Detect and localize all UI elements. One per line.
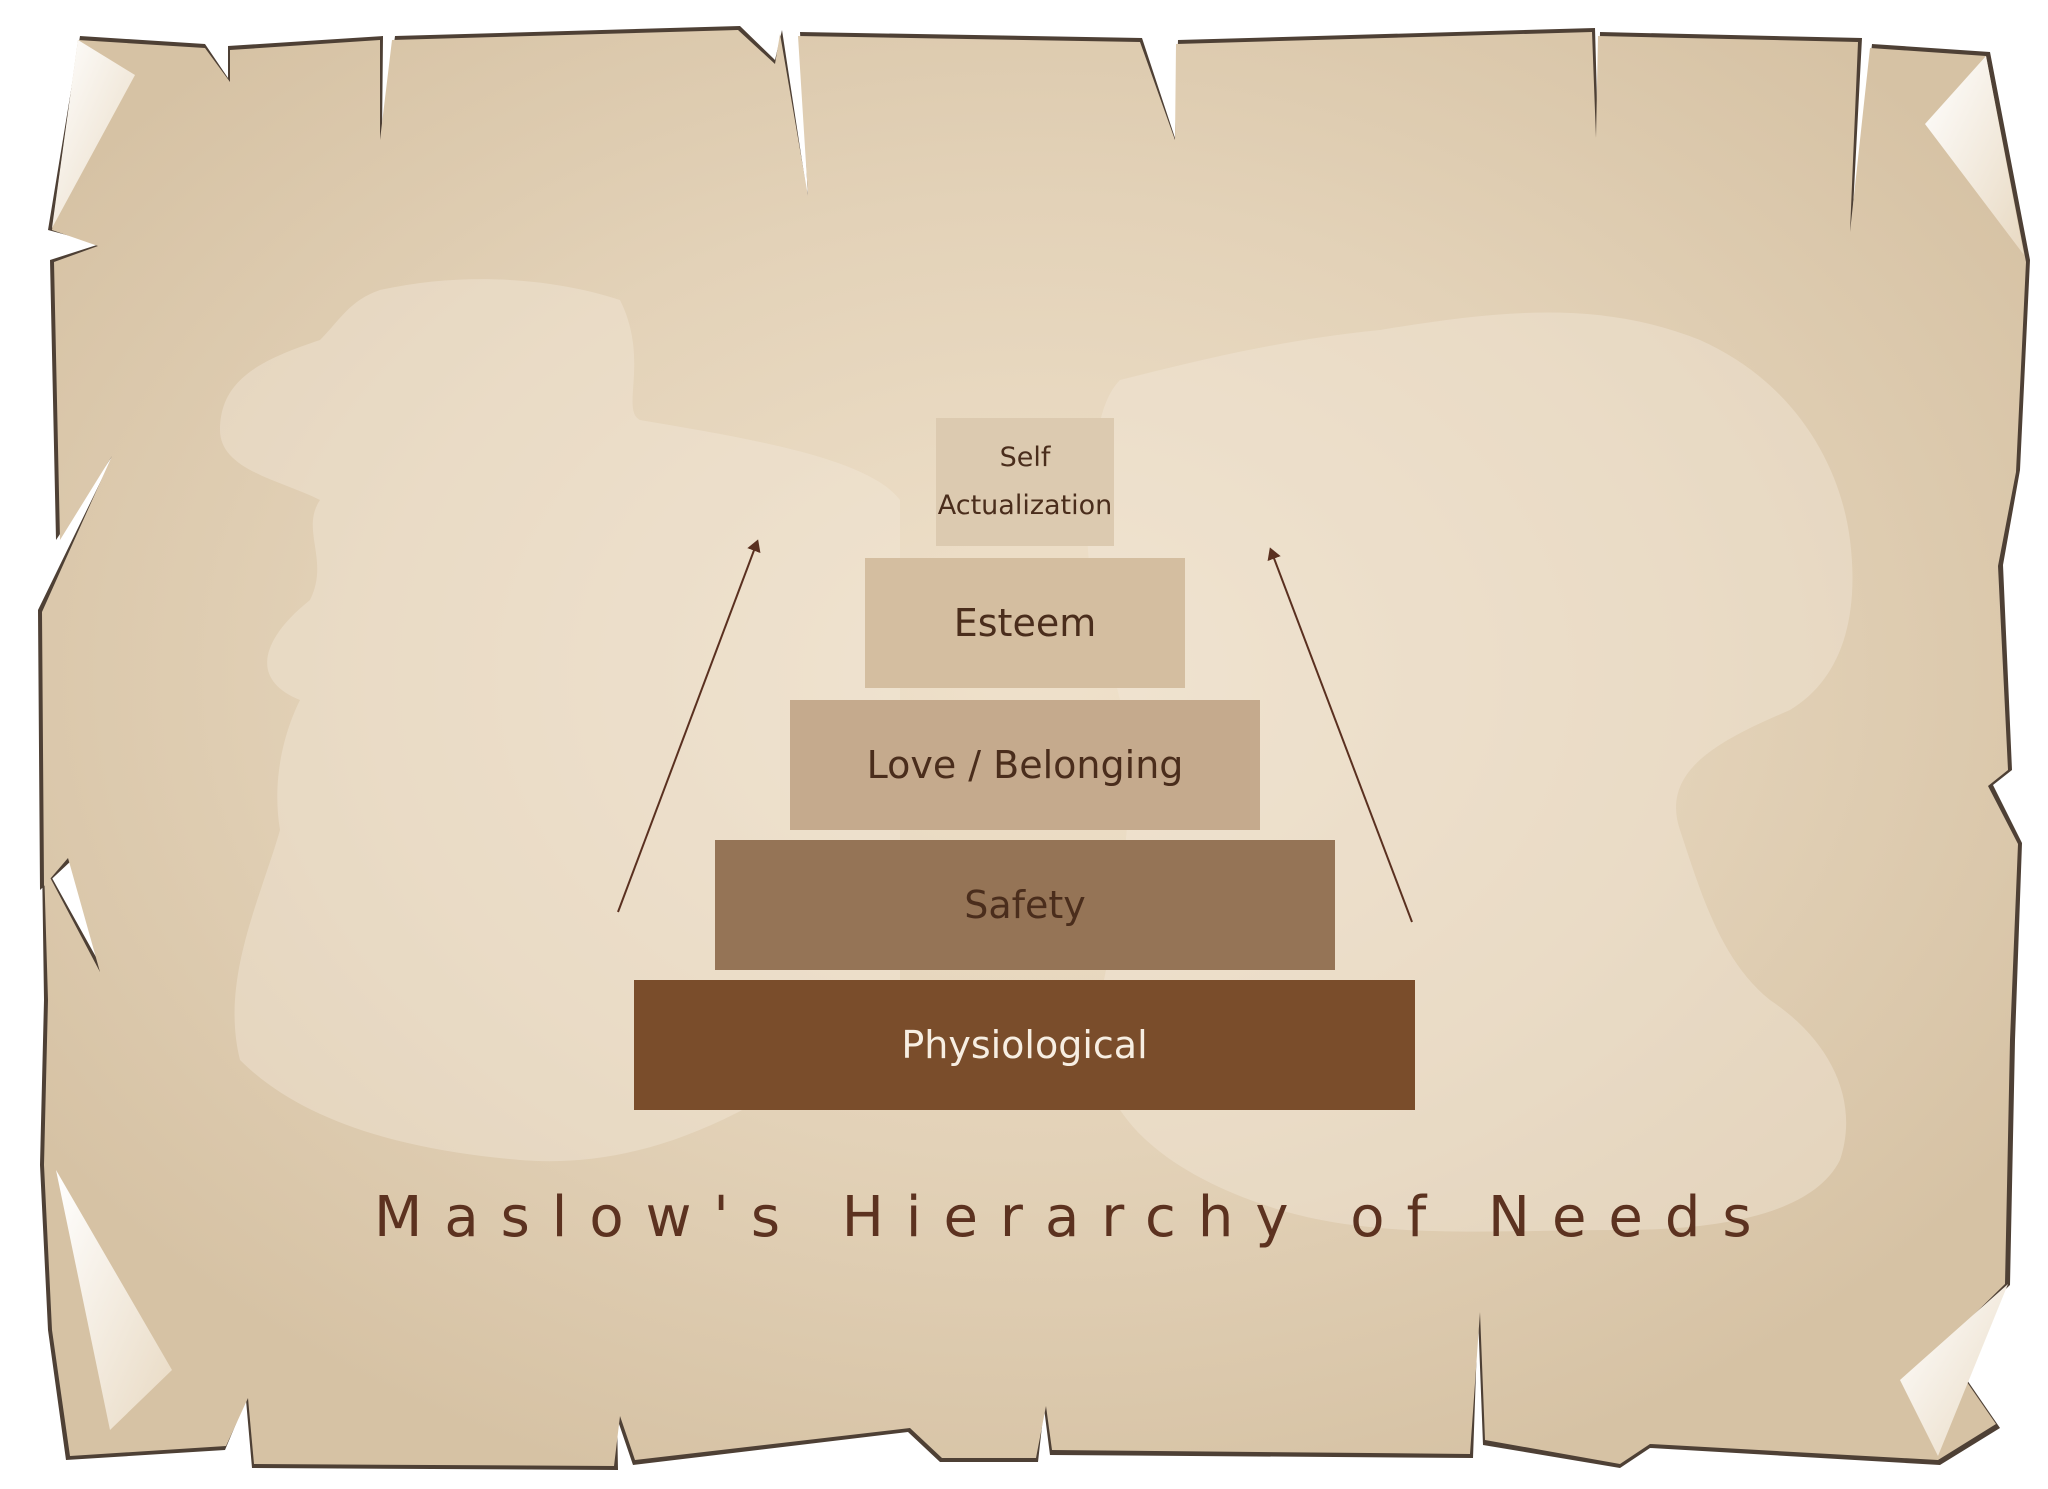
tier-physiological-label: Physiological — [901, 1023, 1148, 1067]
tier-self-actualization: Self Actualization — [936, 418, 1114, 546]
tier-love-belonging-label: Love / Belonging — [866, 743, 1184, 787]
arrow-up-left-icon — [617, 539, 761, 913]
tier-physiological: Physiological — [634, 980, 1415, 1110]
diagram-title: Maslow's Hierarchy of Needs — [374, 1185, 1774, 1250]
arrow-up-right-icon — [1267, 547, 1413, 923]
curl-bottom-left — [56, 1170, 172, 1430]
curl-top-left — [52, 40, 135, 228]
tier-self-actualization-line-1: Self — [999, 442, 1051, 473]
tier-self-actualization-line-2: Actualization — [937, 490, 1113, 521]
tier-safety: Safety — [715, 840, 1335, 970]
tier-esteem-label: Esteem — [953, 601, 1097, 645]
curl-top-right — [1925, 56, 2024, 255]
curl-bottom-right — [1900, 1284, 2008, 1456]
tier-esteem: Esteem — [865, 558, 1185, 688]
tier-safety-label: Safety — [964, 883, 1086, 927]
tier-love-belonging: Love / Belonging — [790, 700, 1260, 830]
